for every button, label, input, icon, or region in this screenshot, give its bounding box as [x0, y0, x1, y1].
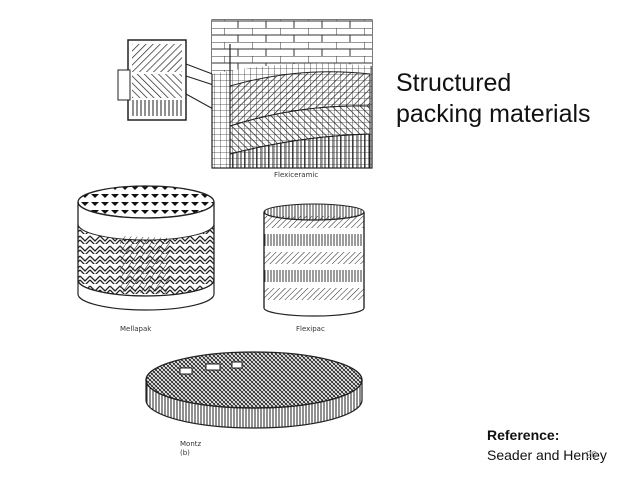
reference-label: Reference:: [487, 427, 560, 443]
reference-block: Reference: Seader and Henley: [487, 425, 607, 465]
flexipac-illustration: [263, 203, 365, 317]
slide-number: 20: [586, 450, 598, 461]
title-line-1: Structured: [396, 69, 512, 97]
montz-subcaption: (b): [180, 449, 190, 457]
flexipac-caption: Flexipac: [296, 325, 325, 333]
flexiceramic-illustration: [117, 19, 373, 169]
mellapak-illustration: [77, 185, 215, 311]
reference-source: Seader and Henley: [487, 447, 607, 463]
flexiceramic-caption: Flexiceramic: [274, 171, 319, 179]
slide-title: Structured packing materials: [396, 68, 591, 130]
montz-illustration: [145, 351, 363, 429]
mellapak-caption: Mellapak: [120, 325, 152, 333]
montz-caption: Montz: [180, 440, 202, 448]
title-line-2: packing materials: [396, 100, 591, 128]
